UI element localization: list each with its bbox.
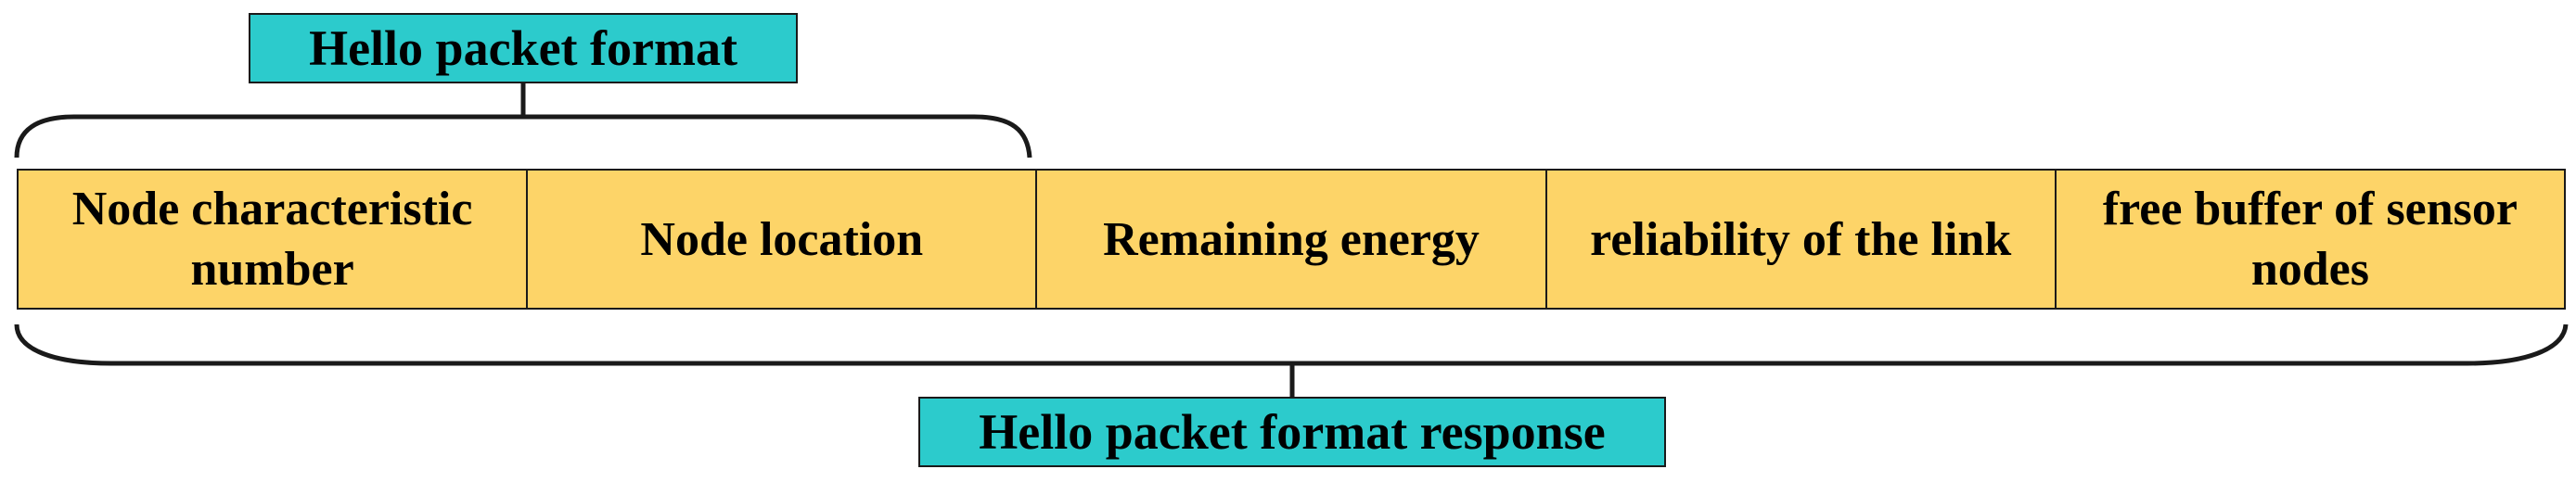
hello-packet-format-label: Hello packet format xyxy=(249,13,798,83)
field-link-reliability: reliability of the link xyxy=(1547,171,2057,308)
hello-packet-format-response-label: Hello packet format response xyxy=(918,397,1666,467)
packet-fields-row: Node characteristic number Node location… xyxy=(17,169,2566,310)
field-node-location: Node location xyxy=(528,171,1038,308)
bottom-brace xyxy=(14,323,2569,366)
field-node-characteristic-number: Node characteristic number xyxy=(19,171,529,308)
field-free-buffer: free buffer of sensor nodes xyxy=(2102,183,2518,296)
top-brace xyxy=(14,114,1032,159)
field-remaining-energy: Remaining energy xyxy=(1037,171,1547,308)
